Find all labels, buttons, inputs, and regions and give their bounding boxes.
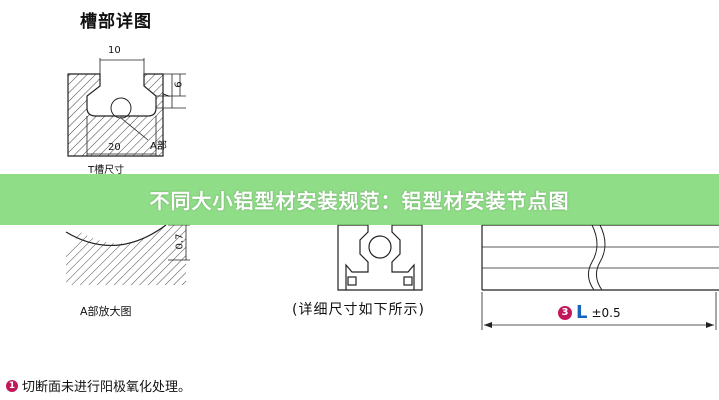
length-badge: 3 xyxy=(558,305,572,320)
note-text: 切断面未进行阳极氧化处理。 xyxy=(22,380,192,395)
length-symbol: L xyxy=(576,302,588,323)
detail-title: 槽部详图 xyxy=(80,12,152,32)
t-slot-detail xyxy=(67,58,186,157)
a-enlarged-detail xyxy=(65,224,190,285)
profile-cross-section xyxy=(337,224,423,291)
slot-section-hatch xyxy=(67,73,164,157)
break-line-right xyxy=(596,224,606,291)
detail-circle-A xyxy=(110,97,132,119)
title-banner: 不同大小铝型材安装规范：铝型材安装节点图 xyxy=(0,174,719,225)
dim-label-7: 7 xyxy=(161,92,173,99)
center-bore xyxy=(368,235,392,259)
label-a-part: A部 xyxy=(150,141,167,152)
side-view xyxy=(481,224,719,330)
section-caption: (详细尺寸如下所示) xyxy=(292,302,425,318)
a-enlarged-label: A部放大图 xyxy=(80,305,132,318)
dim-label-6: 6 xyxy=(173,81,185,88)
dim-label-20: 20 xyxy=(108,142,121,153)
chamfer-profile xyxy=(65,224,167,247)
length-tolerance: ±0.5 xyxy=(591,305,621,320)
dim-label-10: 10 xyxy=(108,45,121,56)
footnote: 1 切断面未进行阳极氧化处理。 xyxy=(6,376,191,395)
t-slot-size-label: T槽尺寸 xyxy=(88,165,125,176)
banner-text: 不同大小铝型材安装规范：铝型材安装节点图 xyxy=(149,189,570,213)
note-badge: 1 xyxy=(6,379,18,392)
dim-label-07: 0.7 xyxy=(174,233,186,250)
break-line-left xyxy=(588,224,598,291)
length-label: 3 L ±0.5 xyxy=(558,302,621,323)
